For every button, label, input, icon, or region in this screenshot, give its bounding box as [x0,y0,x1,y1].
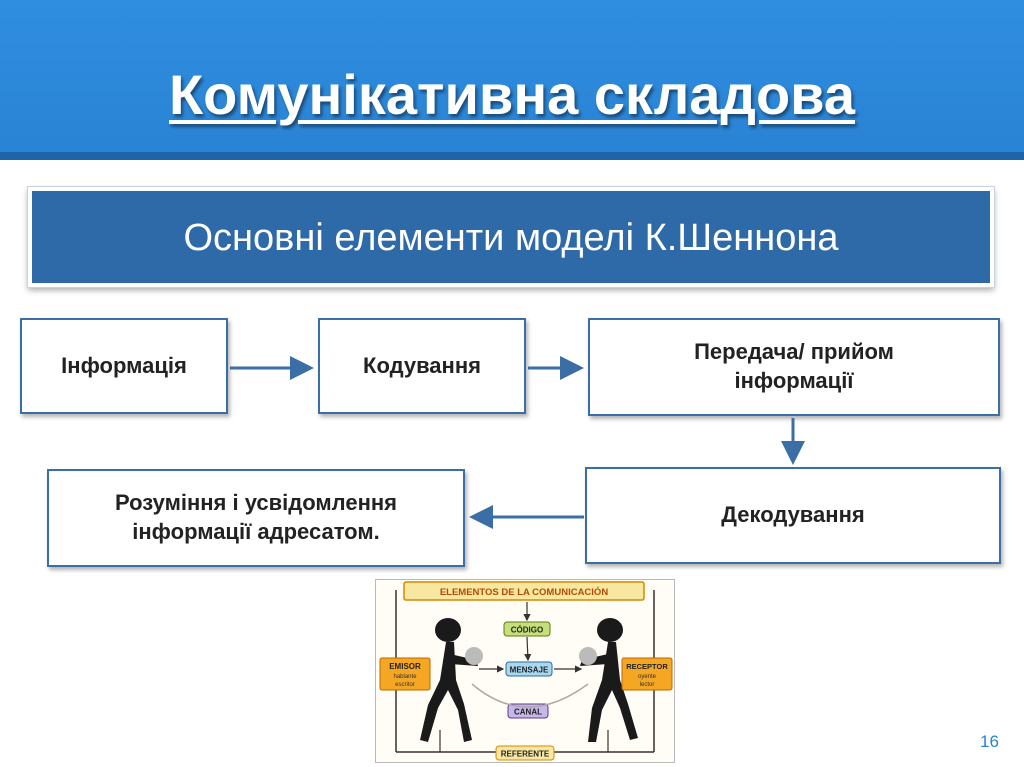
illus-emisor: EMISOR [389,662,421,671]
illus-emisor-sub1: hablante [393,674,417,680]
emisor-figure-icon [420,618,483,742]
node-transmission: Передача/ прийом інформації [588,318,1000,416]
node-understanding: Розуміння і усвідомлення інформації адре… [47,469,465,567]
slide-title: Комунікативна складова [169,63,855,126]
illus-emisor-sub2: escritor [395,682,415,688]
illus-referente: REFERENTE [501,750,550,759]
illus-codigo: CÓDIGO [511,626,543,635]
subtitle-box: Основні елементи моделі К.Шеннона [27,186,995,288]
illus-canal: CANAL [514,708,542,717]
communication-illustration-svg: ELEMENTOS DE LA COMUNICACIÓN CÓDIGO MENS… [379,581,673,761]
illus-receptor: RECEPTOR [626,662,668,671]
title-bar: Комунікативна складова [0,0,1024,160]
receptor-figure-icon [579,618,638,742]
slide-subtitle: Основні елементи моделі К.Шеннона [183,217,839,259]
node-information: Інформація [20,318,228,414]
communication-elements-illustration: ELEMENTOS DE LA COMUNICACIÓN CÓDIGO MENS… [375,579,675,763]
illus-title: ELEMENTOS DE LA COMUNICACIÓN [440,586,609,598]
illus-receptor-sub1: oyente [638,674,657,680]
illus-receptor-sub2: lector [640,682,655,688]
illus-mensaje: MENSAJE [510,666,549,675]
node-encoding: Кодування [318,318,526,414]
page-number: 16 [980,732,999,751]
node-decoding: Декодування [585,467,1001,564]
